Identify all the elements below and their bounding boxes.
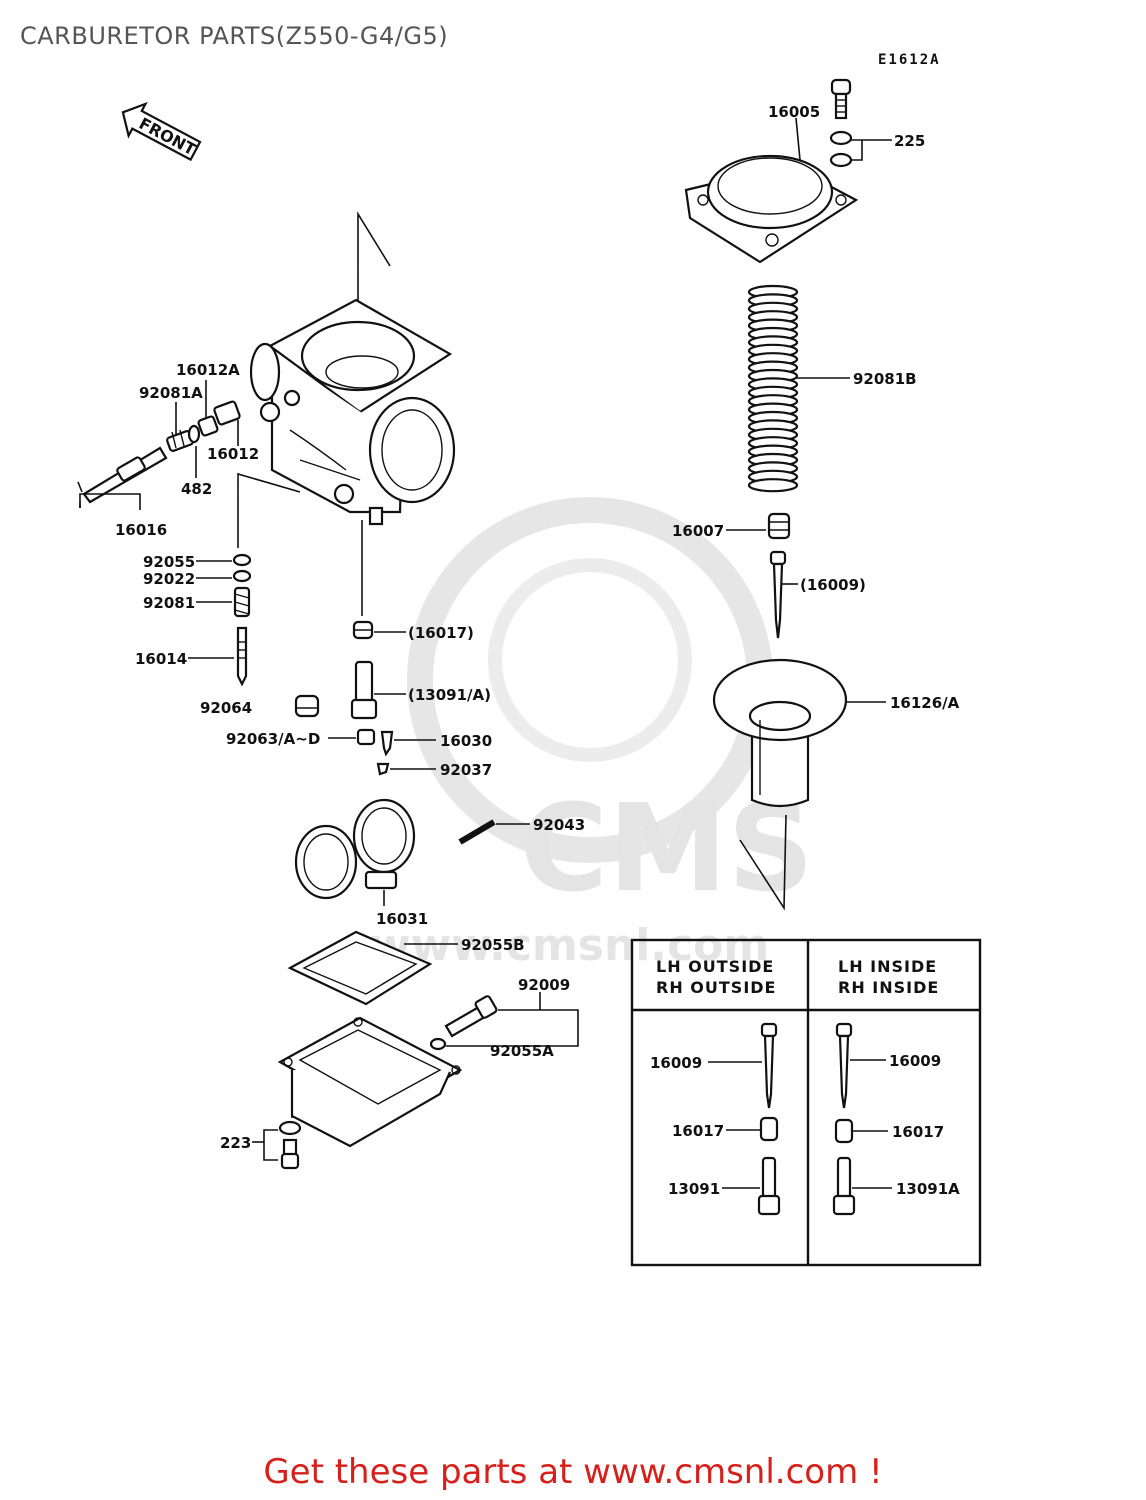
- parts-diagram: CMS www.cmsnl.com E1612A FRONT 225 16005…: [77, 52, 982, 1267]
- label-92081A: 92081A: [139, 384, 203, 402]
- variant-table: [630, 938, 982, 1267]
- jet-needle-16009: [769, 550, 787, 639]
- spring-92081A: [166, 429, 194, 452]
- adjuster-16012A: [197, 400, 241, 437]
- table-col1-line1: LH OUTSIDE: [656, 957, 774, 976]
- screw-16005: [830, 78, 852, 120]
- label-92081B: 92081B: [853, 370, 917, 388]
- label-16017-main: (16017): [408, 624, 474, 642]
- float-16031: [294, 798, 416, 900]
- table-col1-line2: RH OUTSIDE: [656, 978, 776, 997]
- label-92055: 92055: [143, 553, 195, 571]
- needle-jet-13091A: [350, 660, 378, 720]
- spring-92081B: [747, 284, 799, 493]
- washer-92022: [232, 569, 252, 583]
- label-92063: 92063/A~D: [226, 730, 320, 748]
- screw-223: [278, 1120, 302, 1170]
- label-16012: 16012: [207, 445, 259, 463]
- label-92081: 92081: [143, 594, 195, 612]
- washer-225a: [829, 130, 853, 146]
- label-92043: 92043: [533, 816, 585, 834]
- table-right-needle: [835, 1022, 853, 1109]
- watermark: CMS www.cmsnl.com: [370, 497, 814, 971]
- page-title: CARBURETOR PARTS(Z550-G4/G5): [20, 22, 449, 50]
- pilot-jet-92063: [356, 728, 376, 746]
- float-valve-16030: [380, 730, 394, 757]
- table-right-jet: [834, 1118, 854, 1144]
- diagram-code: E1612A: [878, 52, 941, 68]
- table-left-b: 16017: [672, 1122, 724, 1140]
- spring-92081: [233, 586, 251, 618]
- table-col2-line1: LH INSIDE: [838, 957, 937, 976]
- gasket-92055B: [287, 930, 433, 1006]
- table-left-needle-jet: [757, 1156, 781, 1216]
- main-jet-16017: [352, 620, 374, 640]
- pin-92043: [458, 819, 496, 845]
- spring-coil: [747, 478, 799, 493]
- label-16031: 16031: [376, 910, 428, 928]
- footer-link[interactable]: Get these parts at www.cmsnl.com !: [263, 1452, 883, 1492]
- drain-screw-92009: [444, 995, 498, 1038]
- label-92055B: 92055B: [461, 936, 525, 954]
- label-16009-main: (16009): [800, 576, 866, 594]
- table-left-a: 16009: [650, 1054, 702, 1072]
- table-left-needle: [760, 1022, 778, 1109]
- washer-482: [187, 424, 201, 444]
- label-223: 223: [220, 1134, 251, 1152]
- table-left-jet: [759, 1116, 779, 1142]
- pilot-screw-16014: [236, 626, 248, 687]
- label-13091A-main: (13091/A): [408, 686, 491, 704]
- label-16030: 16030: [440, 732, 492, 750]
- watermark-url: www.cmsnl.com: [370, 920, 769, 971]
- oring-92055: [232, 553, 252, 567]
- label-225: 225: [894, 132, 925, 150]
- table-right-c: 13091A: [896, 1180, 960, 1198]
- front-arrow: FRONT: [121, 101, 202, 162]
- label-16012A: 16012A: [176, 361, 240, 379]
- label-92022: 92022: [143, 570, 195, 588]
- cap-92064: [294, 694, 320, 718]
- label-482: 482: [181, 480, 212, 498]
- washer-225b: [829, 152, 853, 168]
- clip-92037: [376, 762, 390, 776]
- label-92064: 92064: [200, 699, 252, 717]
- carburetor-body: [249, 298, 456, 526]
- table-right-b: 16017: [892, 1123, 944, 1141]
- label-92009: 92009: [518, 976, 570, 994]
- label-92055A: 92055A: [490, 1042, 554, 1060]
- float-bowl: [277, 1016, 463, 1148]
- oring-92055A: [429, 1037, 447, 1051]
- label-16005: 16005: [768, 103, 820, 121]
- label-16007: 16007: [672, 522, 724, 540]
- label-92037: 92037: [440, 761, 492, 779]
- label-16126A: 16126/A: [890, 694, 960, 712]
- table-right-needle-jet: [832, 1156, 856, 1216]
- part-16016: [77, 446, 168, 508]
- table-left-c: 13091: [668, 1180, 720, 1198]
- diaphragm-slide-16126A: [712, 658, 848, 808]
- label-16014: 16014: [135, 650, 187, 668]
- needle-holder-16007: [767, 512, 791, 540]
- table-col2-line2: RH INSIDE: [838, 978, 939, 997]
- top-cover: [684, 154, 859, 264]
- table-right-a: 16009: [889, 1052, 941, 1070]
- label-16016: 16016: [115, 521, 167, 539]
